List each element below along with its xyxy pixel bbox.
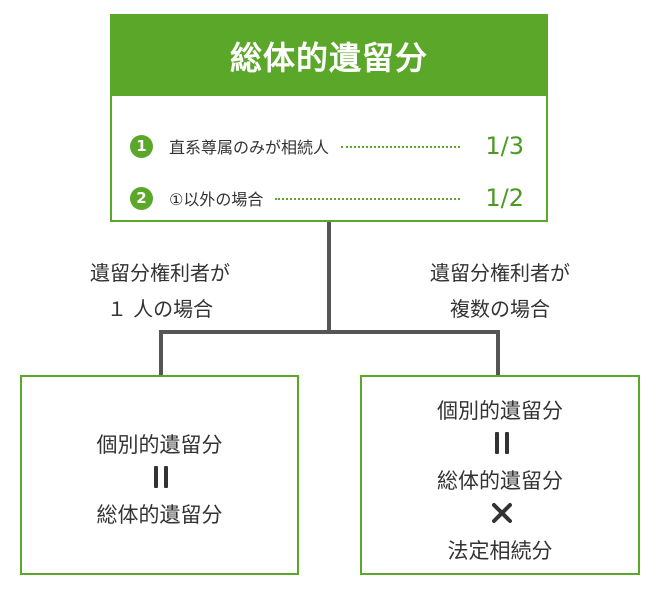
multiple-heirs-box: 個別的遺留分 総体的遺留分 法定相続分 [360,375,640,575]
connector-horizontal [159,330,500,334]
equals-icon [154,466,168,488]
connector-left-drop [159,330,163,375]
number-badge-2: 2 [130,186,153,210]
total-reserved-share-box: 総体的遺留分 1 直系尊属のみが相続人 1/3 2 ①以外の場合 1/2 [110,14,548,222]
single-heir-box: 個別的遺留分 総体的遺留分 [20,375,299,575]
single-heir-label-line2: １ 人の場合 [106,297,214,321]
fraction-2: 1/2 [485,184,524,212]
multiple-heirs-label-line1: 遺留分権利者が [430,261,570,285]
total-share-text: 総体的遺留分 [437,469,563,493]
rule-text-1: 直系尊属のみが相続人 [169,138,330,157]
multiple-heirs-label: 遺留分権利者が 複数の場合 [395,255,605,327]
single-heir-label-line1: 遺留分権利者が [90,261,230,285]
individual-share-text: 個別的遺留分 [96,433,223,457]
multiple-heirs-label-line2: 複数の場合 [450,297,550,321]
rule-row-1: 1 直系尊属のみが相続人 1/3 [130,131,524,161]
connector-vertical-trunk [327,222,331,334]
number-badge-1: 1 [130,134,153,158]
equals-icon [495,432,509,454]
rule-row-2: 2 ①以外の場合 1/2 [130,183,524,213]
multiply-icon [492,503,512,523]
fraction-1: 1/3 [485,132,524,160]
total-reserved-share-title: 総体的遺留分 [112,16,546,96]
dotted-leader-2 [275,198,460,200]
total-share-text: 総体的遺留分 [96,503,223,527]
individual-share-text: 個別的遺留分 [437,399,563,423]
rule-text-2: ①以外の場合 [169,190,264,209]
statutory-share-text: 法定相続分 [447,539,553,563]
single-heir-label: 遺留分権利者が １ 人の場合 [55,255,265,327]
dotted-leader-1 [341,146,460,148]
connector-right-drop [496,330,500,375]
